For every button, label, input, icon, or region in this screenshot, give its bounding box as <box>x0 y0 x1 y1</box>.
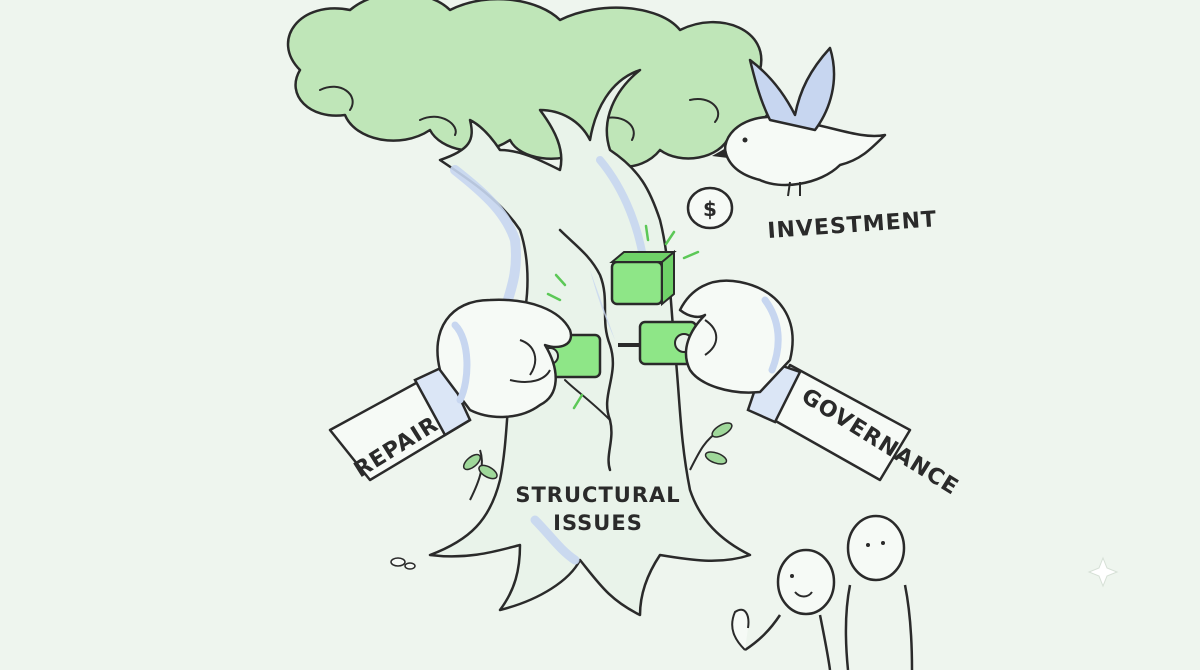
sprout-left <box>462 449 498 501</box>
person-front <box>731 548 836 670</box>
person-back <box>844 514 914 670</box>
tree-foliage <box>286 0 776 169</box>
sprout-right <box>689 422 733 471</box>
svg-text:$: $ <box>703 197 717 221</box>
bolt-bracket-top <box>609 249 677 307</box>
effort-lines <box>546 224 700 410</box>
label-investment: INVESTMENT <box>767 207 938 244</box>
right-gloved-hand <box>678 279 912 482</box>
dollar-coin-icon: $ <box>686 186 734 230</box>
label-structural: STRUCTURAL <box>515 483 680 507</box>
sparkle-icon <box>1087 556 1119 588</box>
label-issues: ISSUES <box>553 511 643 535</box>
left-gloved-hand <box>328 298 573 482</box>
bird <box>712 46 887 197</box>
pebbles <box>390 557 416 570</box>
